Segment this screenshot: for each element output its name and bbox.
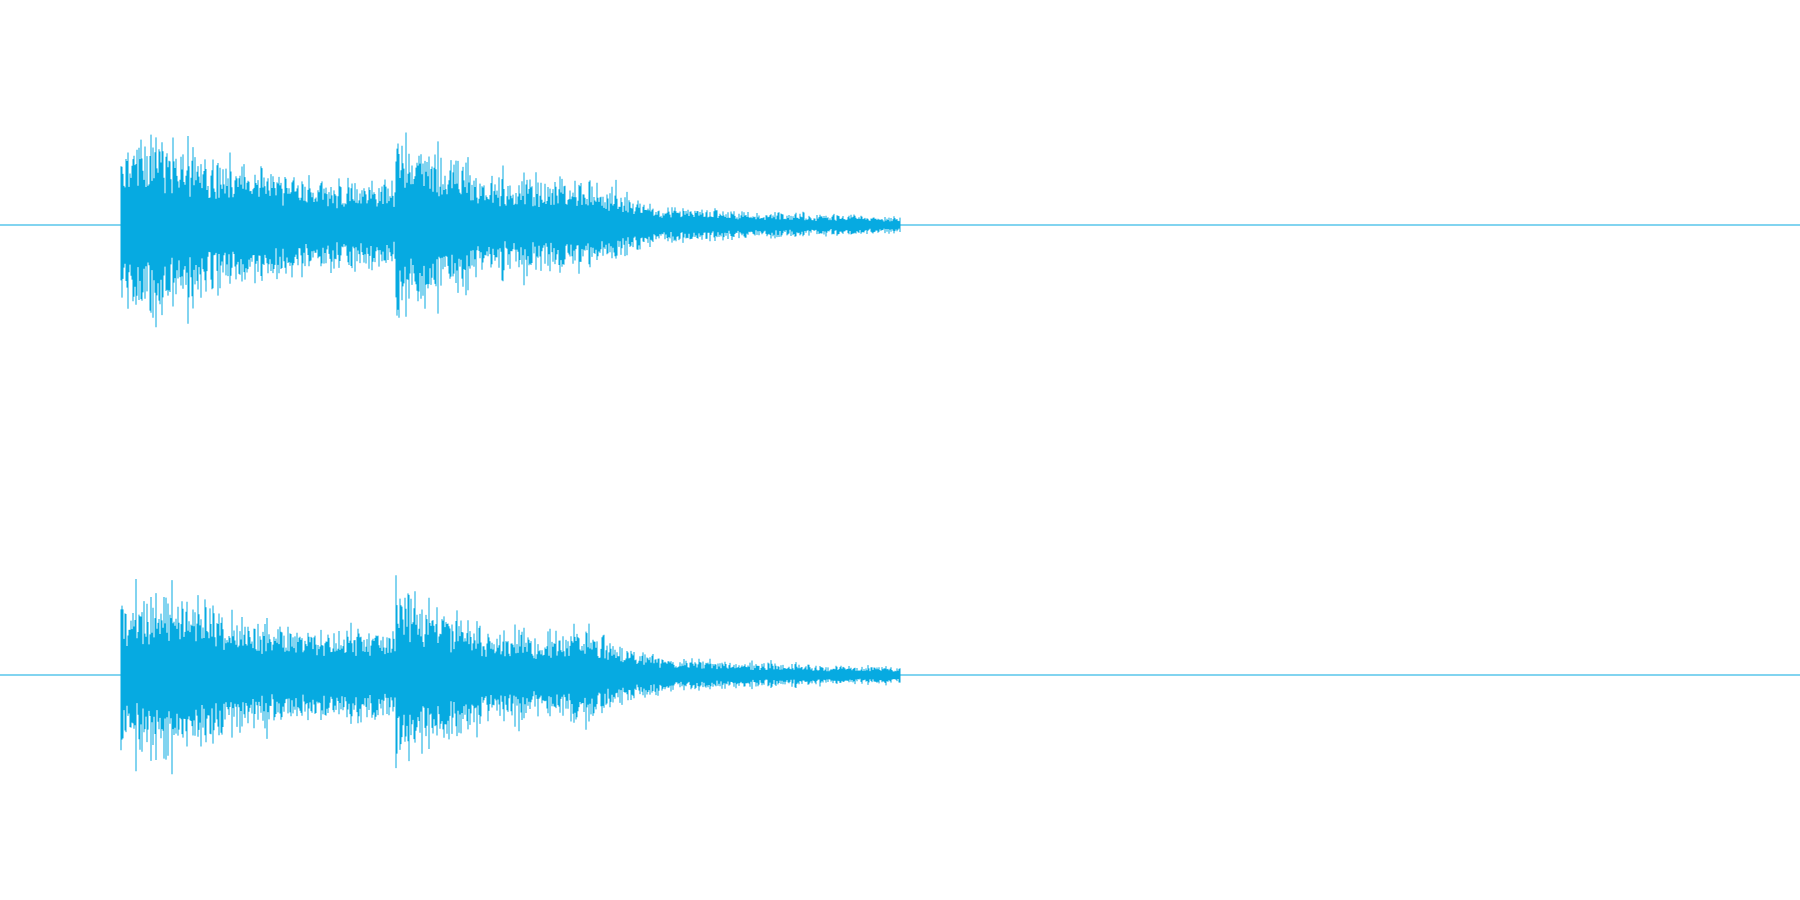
- waveform-channel-1: [0, 132, 1800, 328]
- channel-1-waveform: [120, 132, 901, 328]
- channel-2-waveform: [120, 575, 901, 775]
- waveform-channel-2: [0, 575, 1800, 775]
